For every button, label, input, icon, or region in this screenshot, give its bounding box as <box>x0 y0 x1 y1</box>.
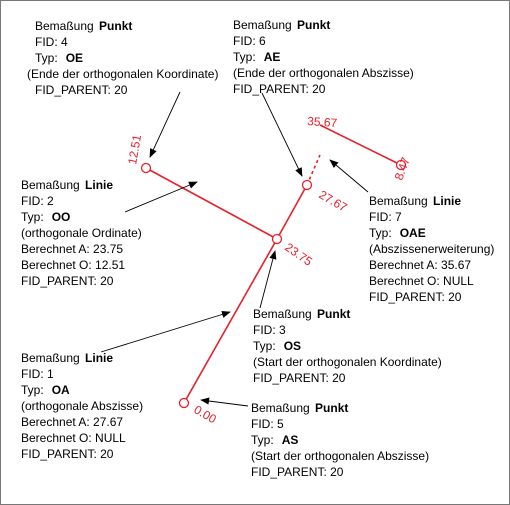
leader-arrow-ae <box>261 92 303 177</box>
annotation-fid: FID: 6 <box>233 34 266 48</box>
annotation-heading: Bemaßung Punkt <box>35 19 133 33</box>
point-as <box>178 397 190 409</box>
annotation-calc-a: Berechnet A: 23.75 <box>21 242 124 256</box>
annotation-heading: Bemaßung Punkt <box>233 18 331 32</box>
point-os <box>271 233 283 245</box>
leader-arrow-oae <box>329 159 369 193</box>
annotation-description: (Start der orthogonalen Koordinate) <box>253 355 442 369</box>
annotation-heading: Bemaßung Linie <box>369 194 462 208</box>
ordinate-line-oo <box>145 167 278 240</box>
annotation-as: Bemaßung Punkt FID: 5 Typ:AS (Start der … <box>251 400 429 480</box>
annotation-oe: Bemaßung Punkt FID: 4 Typ:OE (Ende der o… <box>27 18 218 98</box>
annotation-calc-o: Berechnet O: NULL <box>369 274 474 288</box>
value-label-ae: 35.67 <box>307 114 338 130</box>
value-label-ae-point: 27.67 <box>317 187 350 214</box>
annotation-heading: Bemaßung Punkt <box>251 401 349 415</box>
value-label-oe: 12.51 <box>125 133 144 165</box>
abscissa-line-oa <box>183 238 278 404</box>
leader-arrow-as <box>200 397 249 407</box>
value-label-os: 23.75 <box>282 240 315 269</box>
annotation-fid: FID: 4 <box>35 35 68 49</box>
annotation-calc-a: Berechnet A: 35.67 <box>369 258 472 272</box>
value-label-as: 0.00 <box>192 402 220 426</box>
annotation-type: Typ:OA <box>21 383 70 397</box>
annotation-oae: Bemaßung Linie FID: 7 Typ:OAE (Abszissen… <box>369 193 494 305</box>
annotation-description: (Abszissenerweiterung) <box>369 242 495 256</box>
abscissa-line-upper <box>276 184 308 240</box>
leader-arrow-oo <box>124 181 198 213</box>
value-label-oae-end: 8.47 <box>392 155 413 182</box>
leader-arrow-os <box>259 250 277 309</box>
annotation-parent: FID_PARENT: 20 <box>253 371 346 385</box>
annotation-fid: FID: 1 <box>21 367 54 381</box>
annotation-fid: FID: 3 <box>253 323 286 337</box>
annotation-type: Typ:OAE <box>369 226 426 240</box>
annotation-heading: Bemaßung Punkt <box>253 307 351 321</box>
annotation-type: Typ:OO <box>21 210 71 224</box>
annotation-description: (orthogonale Ordinate) <box>21 226 142 240</box>
annotation-parent: FID_PARENT: 20 <box>233 82 326 96</box>
point-ae <box>301 179 313 191</box>
annotation-type: Typ:AE <box>233 50 281 64</box>
annotation-parent: FID_PARENT: 20 <box>35 83 128 97</box>
annotation-fid: FID: 7 <box>369 210 402 224</box>
annotation-calc-o: Berechnet O: 12.51 <box>21 258 126 272</box>
annotation-parent: FID_PARENT: 20 <box>251 465 344 479</box>
annotation-heading: Bemaßung Linie <box>21 178 114 192</box>
annotation-fid: FID: 5 <box>251 417 284 431</box>
annotation-description: (orthogonale Abszisse) <box>21 399 144 413</box>
annotation-description: (Ende der orthogonalen Koordinate) <box>27 67 219 81</box>
annotation-type: Typ:OS <box>253 339 302 353</box>
annotation-type: Typ:OE <box>35 51 84 65</box>
leader-arrow-oa <box>100 310 231 353</box>
point-oe <box>140 162 152 174</box>
annotation-oa: Bemaßung Linie FID: 1 Typ:OA (orthogonal… <box>21 350 143 462</box>
abscissa-extension-line-oae <box>319 124 402 166</box>
annotation-parent: FID_PARENT: 20 <box>369 290 462 304</box>
annotation-os: Bemaßung Punkt FID: 3 Typ:OS (Start der … <box>253 306 442 386</box>
annotation-description: (Ende der orthogonalen Abszisse) <box>233 66 414 80</box>
annotation-heading: Bemaßung Linie <box>21 351 114 365</box>
annotation-ae: Bemaßung Punkt FID: 6 Typ:AE (Ende der o… <box>233 17 414 97</box>
point-oae-end <box>395 159 407 171</box>
annotation-description: (Start der orthogonalen Abszisse) <box>251 449 430 463</box>
annotation-oo: Bemaßung Linie FID: 2 Typ:OO (orthogonal… <box>21 177 142 289</box>
annotation-parent: FID_PARENT: 20 <box>21 274 114 288</box>
annotation-parent: FID_PARENT: 20 <box>21 447 114 461</box>
annotation-calc-o: Berechnet O: NULL <box>21 431 126 445</box>
annotation-fid: FID: 2 <box>21 194 54 208</box>
annotation-type: Typ:AS <box>251 433 299 447</box>
leader-arrow-oe <box>149 91 181 158</box>
annotation-calc-a: Berechnet A: 27.67 <box>21 415 124 429</box>
